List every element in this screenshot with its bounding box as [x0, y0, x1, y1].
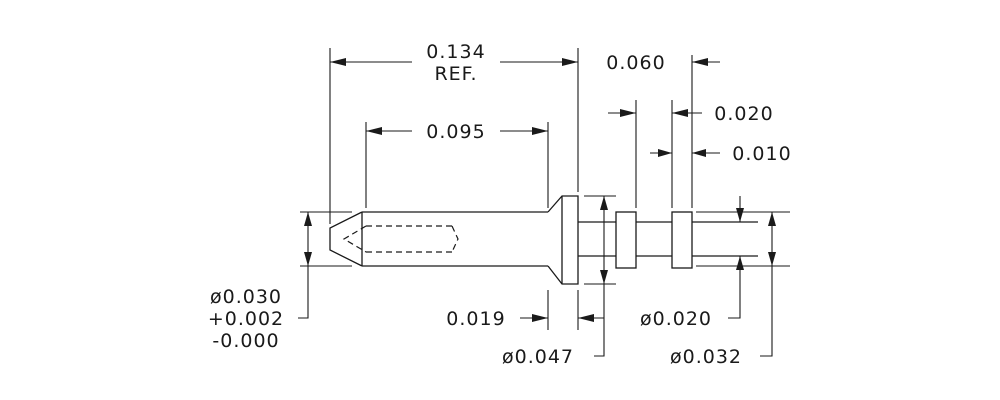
dim-tip-diameter — [298, 212, 312, 319]
label-tip-tol-plus: +0.002 — [208, 308, 284, 330]
dim-groove-spacing — [608, 109, 702, 117]
label-groove-diameter: ø0.020 — [640, 308, 712, 330]
dim-groove-diameter — [728, 196, 744, 319]
label-overall-ref: REF. — [434, 63, 477, 85]
extension-lines — [300, 48, 790, 330]
label-collar-width: 0.010 — [732, 143, 791, 165]
dim-flange-thickness — [520, 314, 604, 322]
dim-end-length — [692, 58, 720, 66]
label-flange-thickness: 0.019 — [446, 308, 505, 330]
label-flange-diameter: ø0.047 — [502, 346, 574, 368]
label-tip-diameter: ø0.030 — [210, 286, 282, 308]
label-groove-spacing: 0.020 — [714, 103, 773, 125]
label-tip-tol-minus: -0.000 — [212, 330, 279, 352]
dim-shank-length — [366, 127, 548, 135]
dim-flange-diameter — [594, 196, 608, 357]
label-end-length: 0.060 — [606, 52, 665, 74]
dim-end-diameter — [760, 212, 776, 357]
hidden-bore — [342, 225, 459, 253]
label-shank-length: 0.095 — [426, 121, 485, 143]
label-overall-length: 0.134 — [426, 41, 485, 63]
pin-outline — [329, 195, 758, 285]
dim-overall-length — [330, 58, 578, 66]
label-end-diameter: ø0.032 — [670, 346, 742, 368]
dim-collar-width — [650, 149, 720, 157]
